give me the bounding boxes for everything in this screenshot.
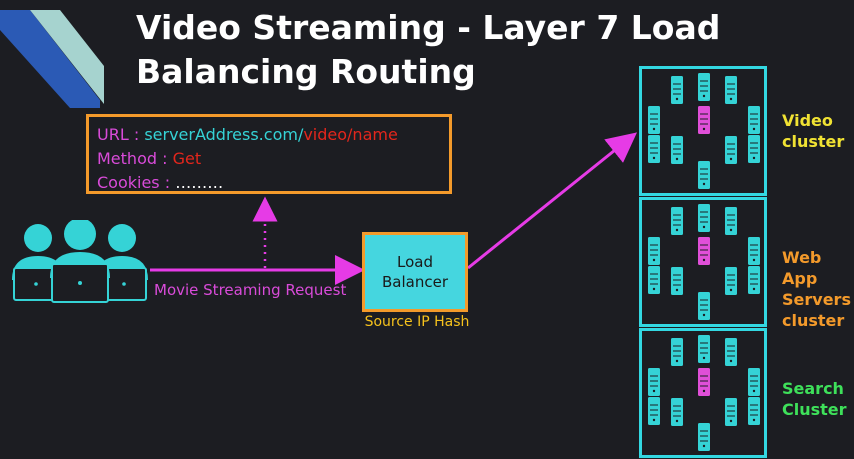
server-icon bbox=[698, 204, 710, 232]
server-icon bbox=[671, 136, 683, 164]
webapp-cluster-label: Web App Servers cluster bbox=[782, 248, 851, 330]
page-title: Video Streaming - Layer 7 Load Balancing… bbox=[136, 8, 721, 91]
server-icon bbox=[725, 267, 737, 295]
server-icon bbox=[671, 338, 683, 366]
server-icon bbox=[671, 207, 683, 235]
server-icon bbox=[725, 398, 737, 426]
server-icon bbox=[748, 106, 760, 134]
user-icon bbox=[50, 220, 110, 303]
cookies-line: Cookies : ……… bbox=[97, 173, 224, 192]
server-icon bbox=[648, 237, 660, 265]
logo-icon bbox=[0, 10, 104, 108]
server-icon bbox=[698, 292, 710, 320]
server-icon bbox=[698, 335, 710, 363]
server-icon bbox=[671, 267, 683, 295]
server-icon bbox=[748, 368, 760, 396]
server-icon bbox=[648, 368, 660, 396]
server-icon bbox=[698, 237, 710, 265]
server-icon bbox=[698, 161, 710, 189]
video-cluster-label: Video cluster bbox=[782, 111, 845, 151]
server-icon bbox=[748, 237, 760, 265]
connector-layer bbox=[150, 132, 638, 285]
route-to-video-arrow bbox=[467, 132, 638, 270]
server-icon bbox=[748, 397, 760, 425]
server-icon bbox=[698, 423, 710, 451]
users-group bbox=[12, 220, 148, 303]
webapp-cluster-box bbox=[639, 197, 767, 327]
server-icon bbox=[648, 106, 660, 134]
server-grid bbox=[648, 73, 760, 189]
server-icon bbox=[648, 397, 660, 425]
server-icon bbox=[748, 266, 760, 294]
server-grid bbox=[648, 335, 760, 451]
search-cluster-label: Search Cluster bbox=[782, 379, 847, 419]
server-icon bbox=[698, 106, 710, 134]
load-balancer-label: Load Balancer bbox=[382, 253, 448, 291]
server-icon bbox=[725, 338, 737, 366]
server-icon bbox=[648, 266, 660, 294]
server-icon bbox=[698, 73, 710, 101]
server-icon bbox=[725, 207, 737, 235]
user-icon bbox=[96, 224, 148, 301]
request-details-box: URL : serverAddress.com/video/name Metho… bbox=[86, 114, 452, 194]
load-balancer-algorithm: Source IP Hash bbox=[364, 314, 470, 330]
video-cluster-box bbox=[639, 66, 767, 196]
server-icon bbox=[725, 136, 737, 164]
server-grid bbox=[648, 204, 760, 320]
request-arrow-label: Movie Streaming Request bbox=[154, 281, 347, 299]
load-balancer-node: Load Balancer bbox=[362, 232, 468, 312]
server-icon bbox=[748, 135, 760, 163]
server-icon bbox=[725, 76, 737, 104]
method-line: Method : Get bbox=[97, 149, 202, 168]
server-icon bbox=[671, 76, 683, 104]
server-icon bbox=[671, 398, 683, 426]
url-line: URL : serverAddress.com/video/name bbox=[97, 125, 398, 144]
server-icon bbox=[698, 368, 710, 396]
server-icon bbox=[648, 135, 660, 163]
search-cluster-box bbox=[639, 328, 767, 458]
